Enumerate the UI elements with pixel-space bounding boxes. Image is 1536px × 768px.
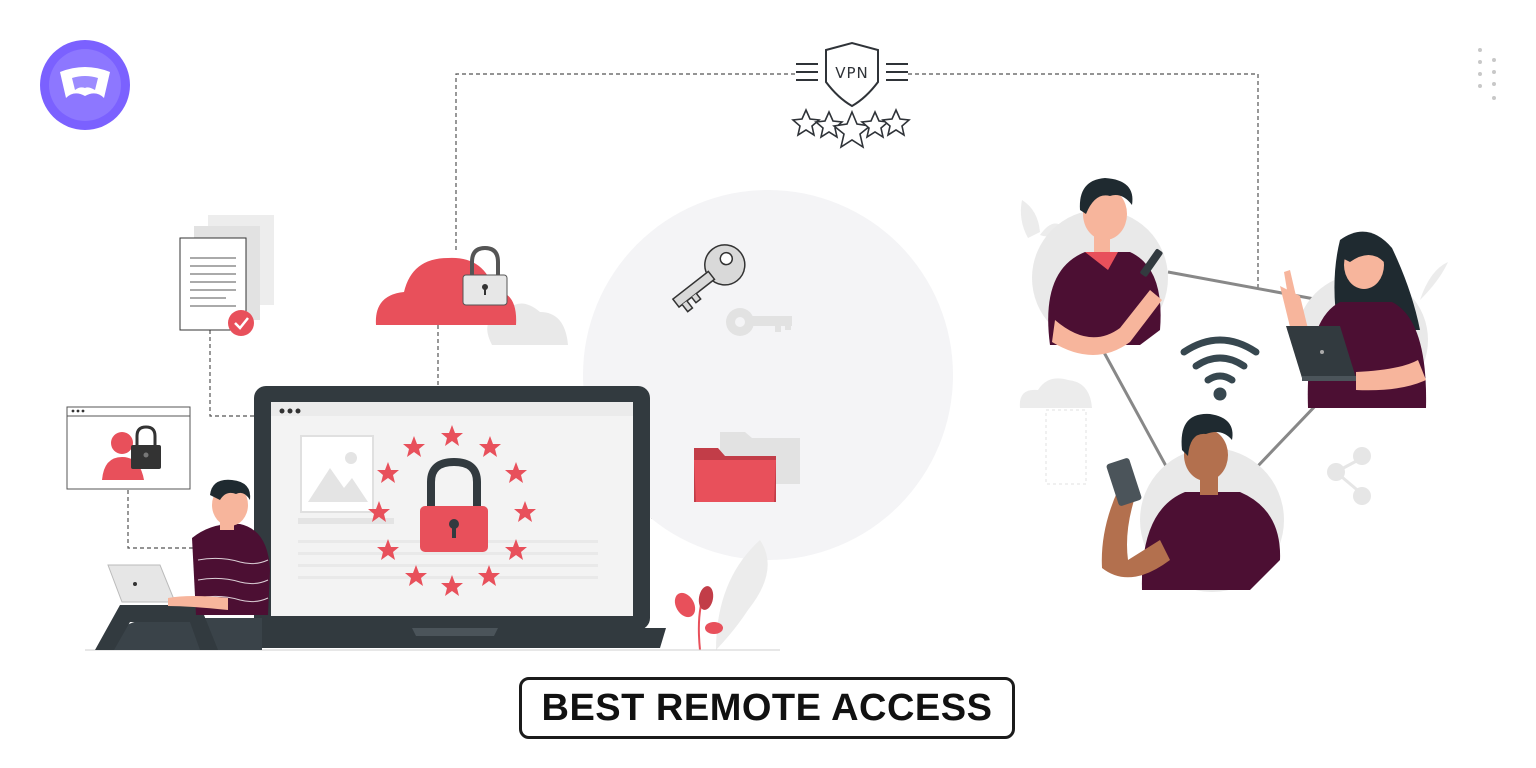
right-decor: [1019, 200, 1448, 485]
plant-decoration: [674, 540, 768, 651]
person-woman-laptop: [1280, 231, 1428, 408]
person-man-phone: [1032, 178, 1168, 355]
brand-logo-icon[interactable]: [40, 40, 130, 130]
wifi-icon: [1180, 336, 1260, 401]
cloud-lock-icon: [375, 245, 568, 345]
user-lock-icon: [66, 406, 191, 490]
folder-icon: [694, 432, 800, 502]
page-title: BEST REMOTE ACCESS: [541, 686, 993, 729]
vpn-badge: VPN: [791, 41, 911, 149]
vpn-label: VPN: [835, 64, 869, 82]
person-seated: [95, 479, 270, 650]
background-blob: [583, 190, 953, 560]
key-icon: [671, 244, 792, 336]
eu-stars: [368, 425, 536, 596]
document-check-icon: [179, 215, 274, 336]
padlock-icon: [420, 457, 488, 552]
share-icon: [1327, 447, 1371, 505]
person-man-bottom: [1101, 413, 1284, 592]
title-banner: BEST REMOTE ACCESS: [519, 677, 1015, 739]
rating-stars: [791, 108, 911, 149]
laptop: [212, 386, 666, 648]
more-dots-icon[interactable]: [1478, 48, 1496, 100]
